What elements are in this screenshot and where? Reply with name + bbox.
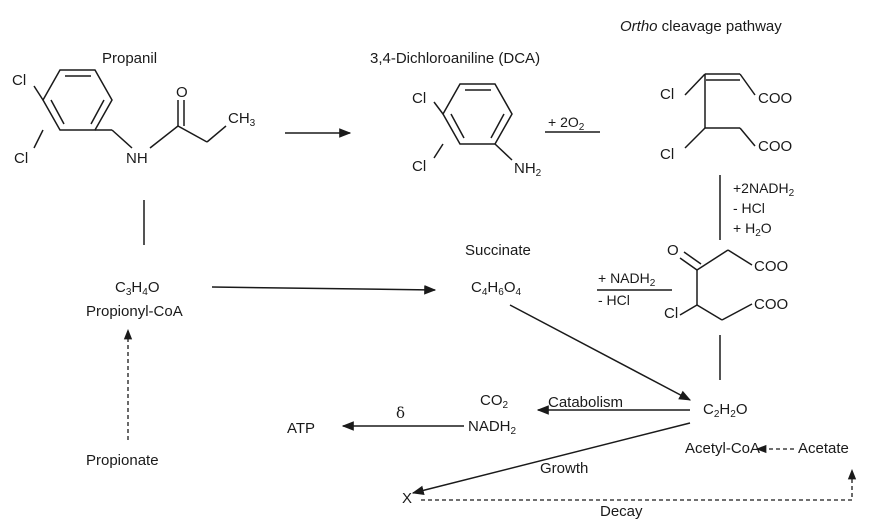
reagent-nadh-1: +2NADH2 bbox=[733, 180, 795, 199]
nadh2-formula: NADH2 bbox=[468, 418, 517, 437]
dca-structure bbox=[433, 83, 513, 161]
delta-label: δ bbox=[396, 404, 406, 422]
decay-loop bbox=[421, 468, 857, 501]
propanil-o: O bbox=[176, 84, 188, 101]
propanil-structure bbox=[33, 69, 227, 149]
dca-cl-2: Cl bbox=[412, 158, 427, 175]
arrow-growth bbox=[411, 422, 691, 496]
reagent-o2: + 2O2 bbox=[548, 114, 585, 133]
muconate-coo-1: COO bbox=[758, 90, 793, 107]
ketoacid-coo-1: COO bbox=[754, 258, 789, 275]
ketoacid-o: O bbox=[667, 242, 679, 259]
c2h2o-formula: C2H2O bbox=[703, 401, 748, 420]
dca-label: 3,4-Dichloroaniline (DCA) bbox=[370, 50, 541, 67]
propanil-nh: NH bbox=[126, 150, 148, 167]
c4h6o4-formula: C4H6O4 bbox=[471, 279, 522, 298]
ketoacid-cl: Cl bbox=[664, 305, 679, 322]
muconate-coo-2: COO bbox=[758, 138, 793, 155]
succinate-label: Succinate bbox=[465, 242, 531, 259]
c3h4o-formula: C3H4O bbox=[115, 279, 160, 298]
propionate-label: Propionate bbox=[86, 452, 159, 469]
ketoacid-coo-2: COO bbox=[754, 296, 789, 313]
ortho-pathway-title: Ortho cleavage pathway bbox=[620, 18, 782, 35]
muconate-cl-1: Cl bbox=[660, 86, 675, 103]
x-label: X bbox=[402, 490, 413, 507]
dca-nh2: NH2 bbox=[514, 160, 542, 179]
propanil-label: Propanil bbox=[102, 50, 158, 67]
reagent-hcl-2: - HCl bbox=[598, 292, 630, 308]
arrow-succinate-acetylcoa bbox=[509, 304, 692, 401]
muconate-structure bbox=[684, 73, 756, 149]
reagent-nadh-2: + NADH2 bbox=[598, 270, 656, 289]
acetyl-coa-label: Acetyl-CoA bbox=[685, 440, 761, 457]
reagent-hcl-1: - HCl bbox=[733, 200, 765, 216]
ketoacid-structure bbox=[679, 249, 753, 321]
co2-formula: CO2 bbox=[480, 392, 509, 411]
growth-label: Growth bbox=[540, 460, 589, 477]
dca-cl-1: Cl bbox=[412, 90, 427, 107]
reagent-h2o: + H2O bbox=[733, 220, 772, 239]
catabolism-label: Catabolism bbox=[548, 394, 624, 411]
atp-label: ATP bbox=[287, 420, 316, 437]
propionyl-coa-label: Propionyl-CoA bbox=[86, 303, 183, 320]
propanil-cl-1: Cl bbox=[12, 72, 27, 89]
decay-label: Decay bbox=[600, 503, 643, 520]
propanil-ch3: CH3 bbox=[228, 110, 256, 129]
muconate-cl-2: Cl bbox=[660, 146, 675, 163]
arrow-propionyl-succinate bbox=[211, 285, 437, 295]
propanil-cl-2: Cl bbox=[14, 150, 29, 167]
acetate-label: Acetate bbox=[798, 440, 849, 457]
